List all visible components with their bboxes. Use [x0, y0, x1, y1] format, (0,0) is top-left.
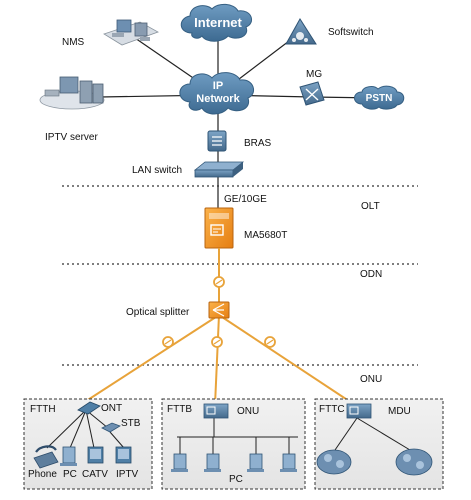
ip-network-label-line2: Network [196, 93, 240, 105]
catv-icon [87, 446, 104, 464]
zone-dividers [62, 185, 418, 366]
mg-icon [299, 81, 325, 106]
olt-device-label: MA5680T [244, 230, 288, 241]
fiber-connector-marks [164, 279, 274, 345]
iptv-tv-icon [115, 446, 132, 464]
ftth-title: FTTH [30, 404, 56, 415]
fttc-title: FTTC [319, 404, 345, 415]
pstn-label: PSTN [365, 93, 393, 104]
bras-icon [207, 130, 227, 152]
onu-zone-label: ONU [360, 374, 383, 385]
softswitch-label: Softswitch [328, 27, 374, 38]
fiber-connectors [162, 276, 276, 348]
iptv-server-label: IPTV server [45, 132, 98, 143]
olt-zone-label: OLT [361, 201, 380, 212]
internet-cloud [180, 3, 253, 42]
iptv-server-icon [39, 76, 105, 110]
stb-icon [101, 422, 121, 433]
nms-workstation-icon [103, 19, 159, 46]
ftth-pc-label: PC [63, 469, 77, 480]
ftth-pc-icon [60, 446, 77, 466]
uplink-label: GE/10GE [224, 194, 267, 205]
ont-label: ONT [101, 403, 123, 414]
mdu-icon [346, 403, 372, 419]
ip-network-label-line1: IP [212, 80, 224, 92]
fttb-pc-label: PC [229, 474, 243, 485]
user-cluster-right-icon [395, 448, 433, 476]
odn-zone-label: ODN [360, 269, 383, 280]
fttc-links [334, 417, 411, 451]
pstn-cloud [354, 85, 405, 110]
lan-switch-label: LAN switch [132, 165, 183, 176]
ip-network-cloud [179, 72, 255, 115]
internet-label: Internet [194, 15, 242, 30]
fiber-links [79, 248, 356, 406]
fttb-onu-label: ONU [237, 406, 260, 417]
bras-label: BRAS [244, 138, 272, 149]
phone-icon [33, 445, 59, 469]
mdu-label: MDU [388, 406, 411, 417]
fttb-box [161, 398, 306, 490]
stb-label: STB [121, 418, 141, 429]
fttb-links [177, 418, 298, 454]
softswitch-icon [285, 18, 317, 45]
fttb-onu-icon [203, 403, 229, 419]
lan-switch-icon [193, 161, 245, 178]
ont-icon [77, 401, 101, 415]
olt-ma5680t-icon [204, 207, 234, 249]
optical-splitter-icon [208, 301, 230, 319]
iptv-label: IPTV [116, 469, 139, 480]
user-cluster-left-icon [316, 449, 352, 475]
mg-label: MG [306, 69, 323, 80]
fttb-pc-bases [171, 469, 297, 472]
nms-label: NMS [62, 37, 85, 48]
fttb-title: FTTB [167, 404, 192, 415]
catv-label: CATV [82, 469, 108, 480]
core-links [99, 28, 379, 208]
phone-label: Phone [28, 469, 57, 480]
splitter-label: Optical splitter [126, 307, 190, 318]
